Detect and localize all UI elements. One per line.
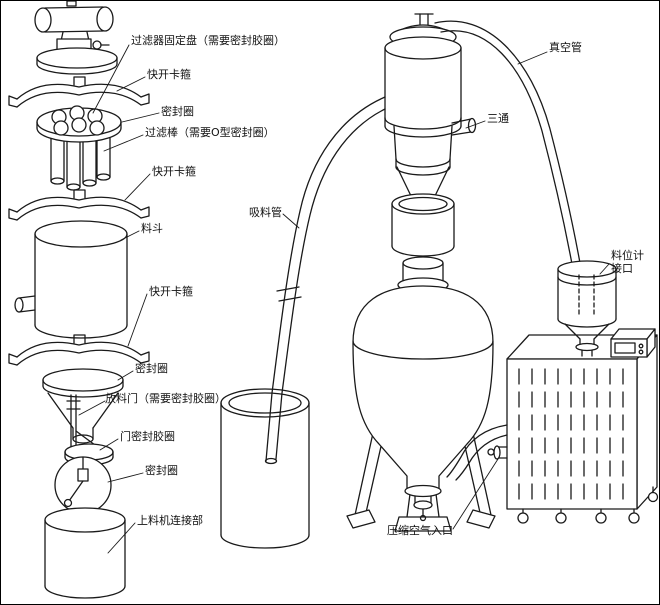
filter-fixing-plate bbox=[36, 105, 122, 143]
vacuum-feeder bbox=[384, 13, 477, 257]
quick-clamp-ring-3 bbox=[8, 334, 150, 366]
air-hose bbox=[446, 424, 508, 481]
loader-connector-cylinder bbox=[44, 507, 126, 599]
pressure-tank bbox=[346, 256, 496, 532]
discharge-door-mechanism bbox=[64, 394, 114, 466]
quick-clamp-ring-1 bbox=[8, 76, 150, 108]
bucket bbox=[220, 388, 310, 549]
quick-clamp-ring-2 bbox=[8, 189, 150, 221]
vacuum-pipe bbox=[434, 20, 581, 265]
hopper-body bbox=[14, 220, 128, 339]
funnel-seal-section bbox=[42, 368, 124, 444]
door-ball-valve bbox=[54, 456, 112, 514]
control-cabinet bbox=[487, 328, 659, 524]
motor-assembly bbox=[34, 1, 118, 75]
suction-pipe bbox=[264, 96, 386, 465]
leader-lines bbox=[78, 44, 610, 554]
